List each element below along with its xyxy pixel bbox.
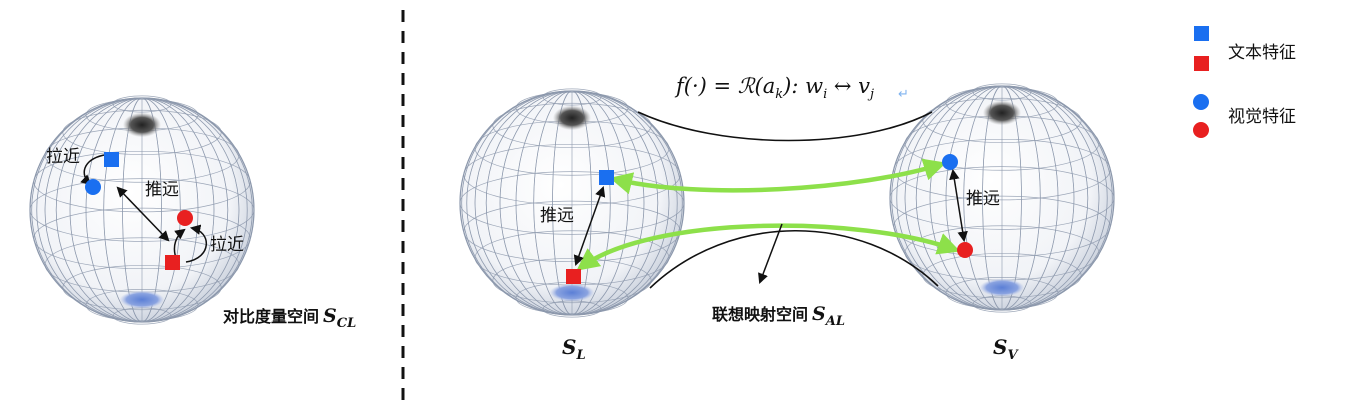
visual-feature-dot-blue-cl <box>85 179 101 195</box>
pull-label-right: 拉近 <box>210 235 244 255</box>
language-sphere-label: SL <box>562 335 586 363</box>
contrastive-sphere <box>29 95 255 325</box>
push-arrow-visual-sphere <box>949 168 968 243</box>
text-feature-square-cl <box>104 152 119 167</box>
pull-label-top: 拉近 <box>46 147 80 167</box>
sphere-south-pole <box>979 278 1025 297</box>
text-feature-square-red-cl <box>165 255 180 270</box>
mapping-space-top-curve <box>637 111 933 142</box>
visual-sphere-label: SV <box>993 335 1019 363</box>
mapping-space-pointer <box>758 223 783 284</box>
push-label-language-sphere: 推远 <box>540 206 574 226</box>
text-feature-square-blue-language <box>599 170 614 185</box>
sphere-south-pole <box>119 290 165 309</box>
legend: 文本特征 视觉特征 <box>1193 26 1296 138</box>
push-arrow-language-sphere <box>573 186 606 266</box>
legend-text-feature-label: 文本特征 <box>1228 43 1296 63</box>
sphere-south-pole <box>549 283 595 302</box>
sphere-north-pole <box>982 100 1022 126</box>
sphere-latitude-line <box>112 95 172 113</box>
sphere-longitude-line <box>891 85 1113 311</box>
sphere-latitude-line <box>542 88 602 106</box>
text-feature-square-red-language <box>566 269 581 284</box>
visual-feature-dot-red-cl <box>177 210 193 226</box>
sphere-longitude-line <box>461 90 683 316</box>
pull-arrow-right <box>185 224 208 263</box>
push-arrow-left-panel <box>116 186 170 242</box>
legend-text-square-blue <box>1194 26 1209 41</box>
mapping-formula: f(·) = ℛ(ak): wi ↔ vj <box>674 74 874 102</box>
association-arrow-bottom <box>576 223 961 271</box>
sphere-latitude-line <box>972 83 1032 101</box>
visual-sphere <box>889 83 1115 313</box>
push-label-left-panel: 推远 <box>145 180 179 200</box>
push-label-visual-sphere: 推远 <box>966 189 1000 209</box>
sphere-longitude-line <box>31 97 253 323</box>
association-arrow-top <box>609 158 947 195</box>
sphere-north-pole <box>122 112 162 138</box>
sphere-north-pole <box>552 105 592 131</box>
legend-visual-feature-label: 视觉特征 <box>1228 107 1296 127</box>
legend-visual-dot-red <box>1193 122 1209 138</box>
mapping-space-bottom-curve <box>649 230 939 289</box>
visual-feature-dot-blue-visual <box>942 154 958 170</box>
return-mark: ↵ <box>898 87 909 102</box>
visual-feature-dot-red-visual <box>957 242 973 258</box>
legend-visual-dot-blue <box>1193 94 1209 110</box>
legend-text-square-red <box>1194 56 1209 71</box>
